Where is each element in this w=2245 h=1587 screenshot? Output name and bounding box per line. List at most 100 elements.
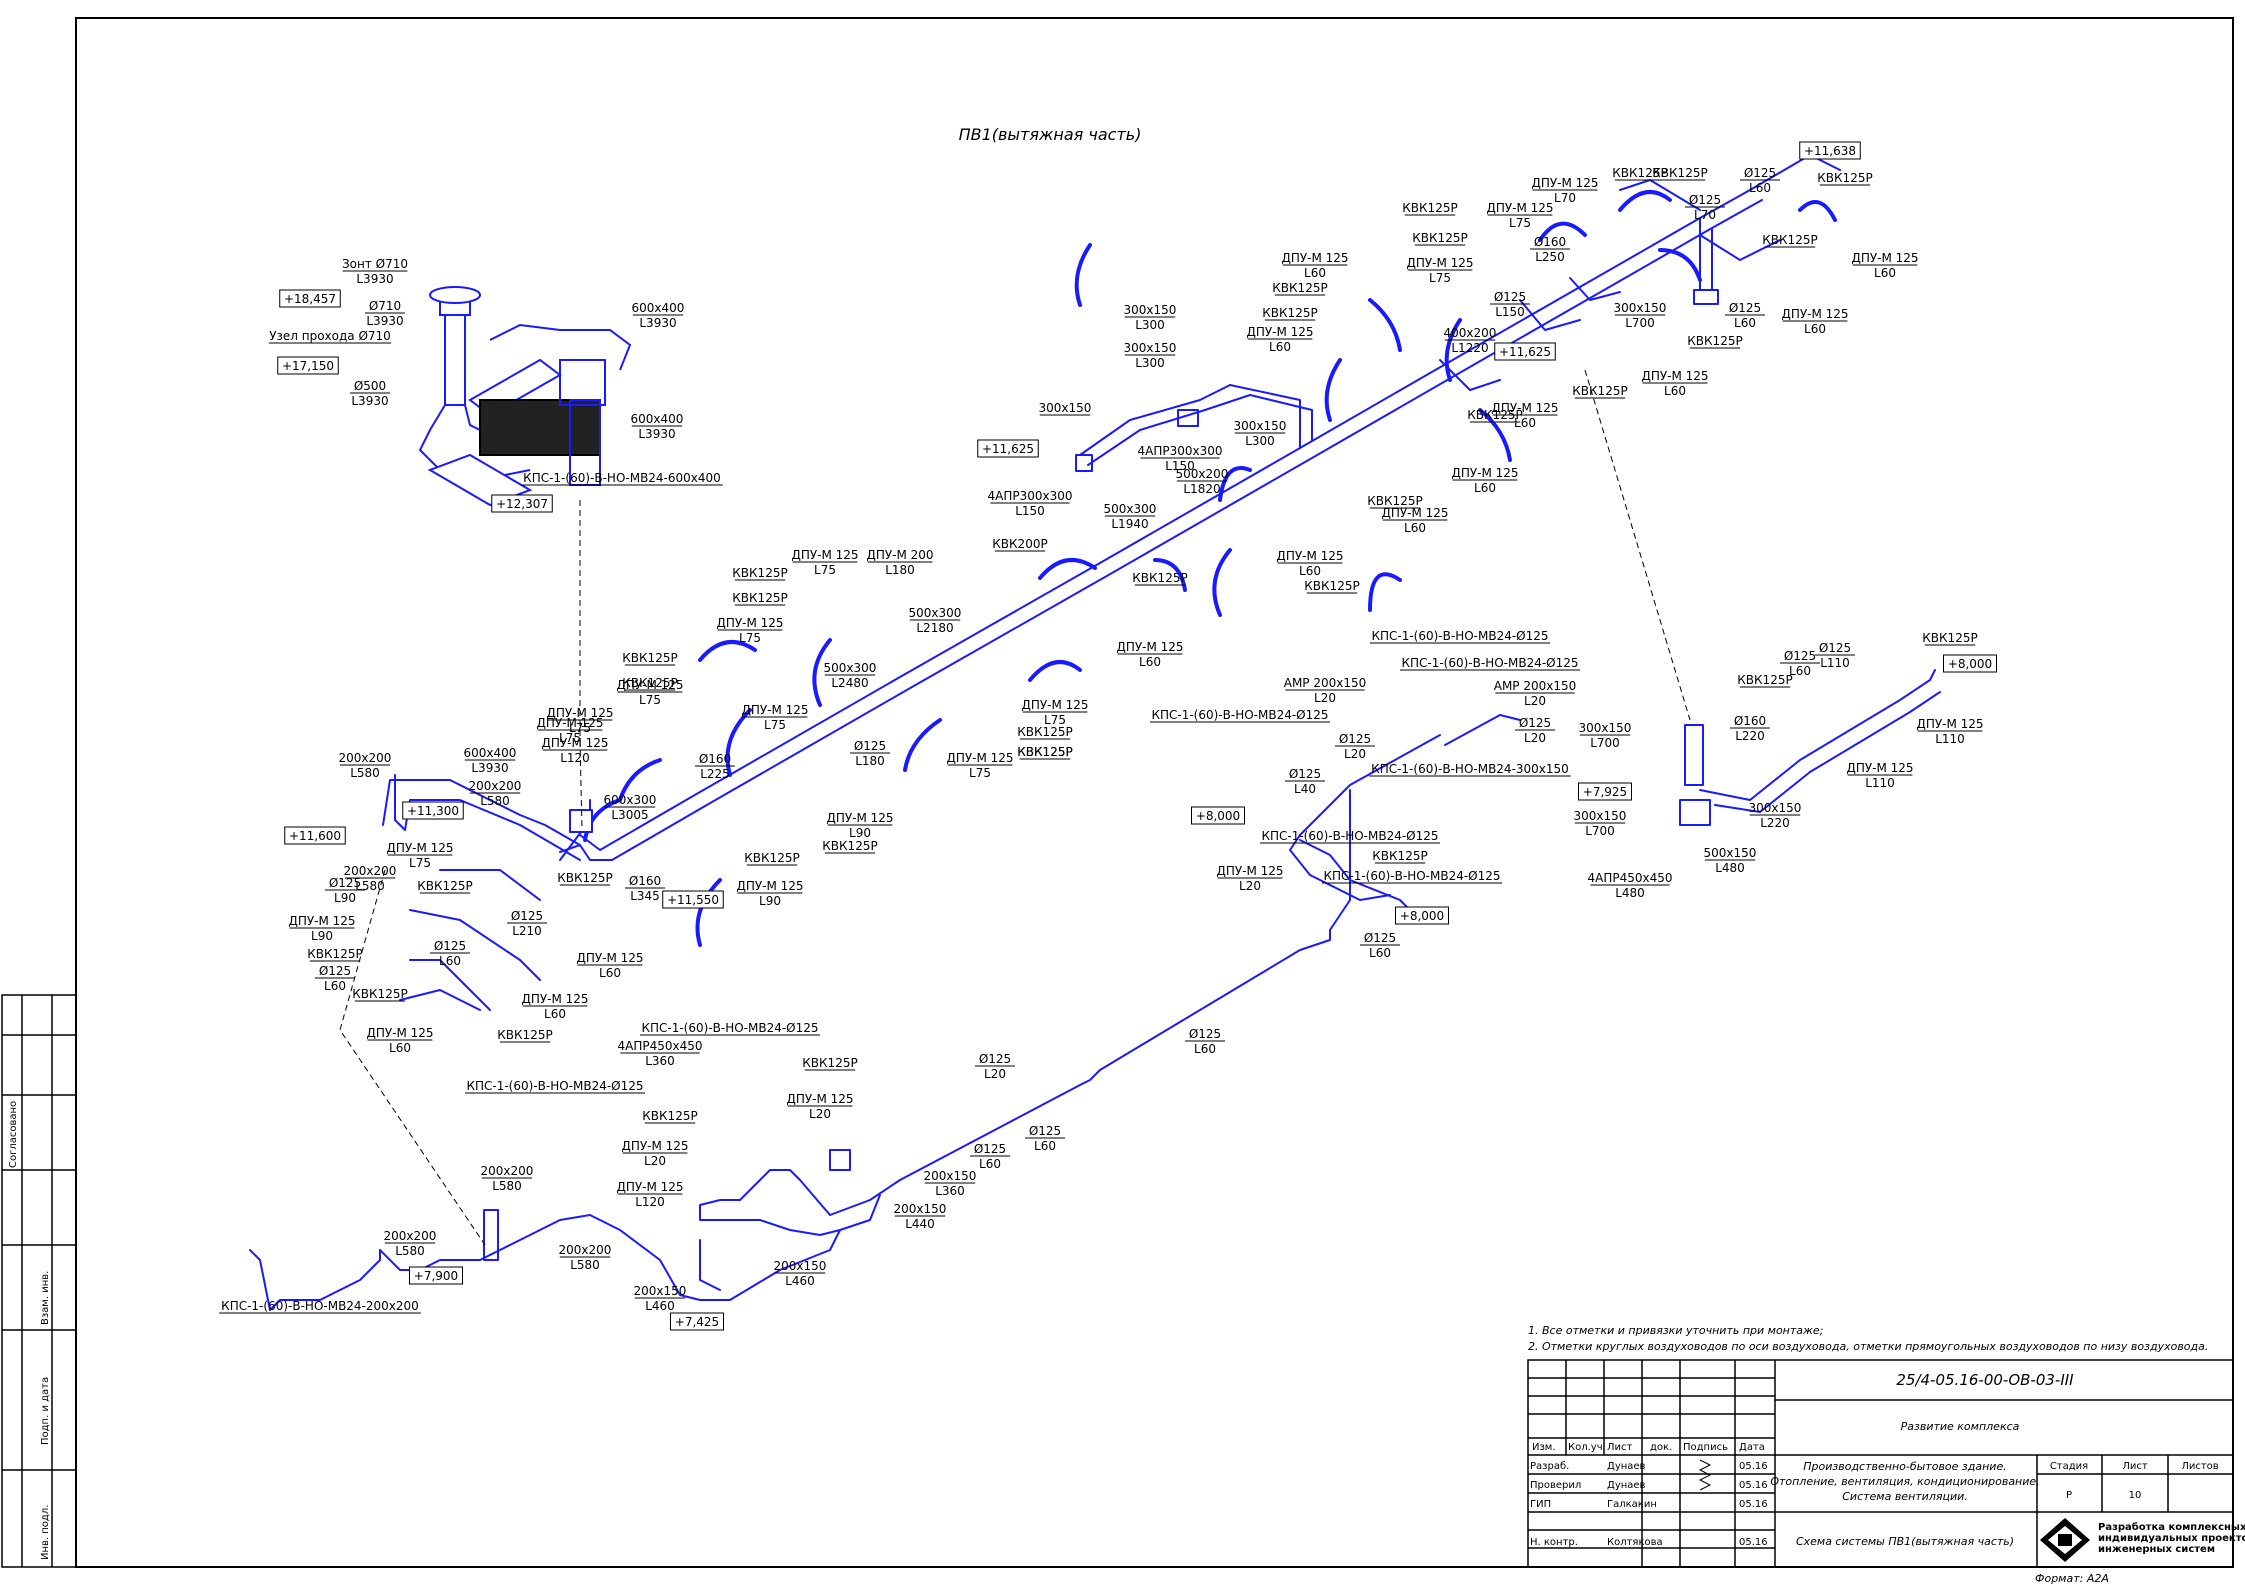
callout-top: Ø125 <box>1289 767 1321 781</box>
callout-top: КВК125Р <box>802 1056 857 1070</box>
hdr-list: Лист <box>1607 1442 1633 1453</box>
callout-top: ДПУ-М 125 <box>1021 698 1088 712</box>
callout-bottom: L60 <box>1804 322 1826 336</box>
sheet-frame <box>75 17 2234 1568</box>
callout-bottom: L700 <box>1585 824 1615 838</box>
callout-bottom: L580 <box>492 1179 522 1193</box>
callout: КПС-1-(60)-В-НО-МВ24-Ø125 <box>1370 629 1550 644</box>
sheet-header: Лист <box>2122 1461 2148 1472</box>
company-line-1: Разработка комплексных <box>2098 1521 2245 1533</box>
callout-bottom: L60 <box>1139 655 1161 669</box>
callout-bottom: L300 <box>1135 318 1165 332</box>
hdr-izm: Изм. <box>1532 1442 1556 1453</box>
callout-top: ДПУ-М 125 <box>1641 369 1708 383</box>
callout-bottom: L110 <box>1820 656 1850 670</box>
elevation-box <box>1494 342 1556 361</box>
callout-top: АМР 200x150 <box>1284 676 1367 690</box>
callout-bottom: L210 <box>512 924 542 938</box>
elevation-text: +12,307 <box>496 497 548 511</box>
branch-left <box>382 774 593 1011</box>
callout-bottom: L180 <box>885 563 915 577</box>
callout: КВК125Р <box>642 1109 698 1124</box>
callout: КВК125Р <box>1737 673 1793 688</box>
callout-top: КВК125Р <box>1367 494 1422 508</box>
callout-top: КВК125Р <box>1017 745 1072 759</box>
callout-top: 200x150 <box>894 1202 947 1216</box>
callout-top: Зонт Ø710 <box>342 257 408 271</box>
callout-bottom: L60 <box>1269 340 1291 354</box>
callout-top: ДПУ-М 125 <box>1846 761 1913 775</box>
callout-top: Ø160 <box>629 874 661 888</box>
callout-bottom: L70 <box>1554 191 1576 205</box>
project-name: Развитие комплекса <box>1901 1420 2020 1433</box>
callout-top: 500x300 <box>1104 502 1157 516</box>
elevations-layer: +18,457+17,150+12,307+11,625+11,638+11,6… <box>277 141 1997 1331</box>
row-role: Проверил <box>1530 1480 1581 1491</box>
callout-top: 4АПР300x300 <box>1137 444 1222 458</box>
callout-bottom: L3005 <box>611 808 648 822</box>
callout-top: КВК125Р <box>307 947 362 961</box>
elevation-text: +17,150 <box>282 359 334 373</box>
callout-top: 200x200 <box>469 779 522 793</box>
row-name: Дунаев <box>1607 1461 1646 1472</box>
callout-bottom: L20 <box>1524 731 1546 745</box>
callout-bottom: L300 <box>1245 434 1275 448</box>
callout-bottom: L360 <box>645 1054 675 1068</box>
elevation-tag: +8,000 <box>1943 654 1997 673</box>
callout-top: ДПУ-М 125 <box>288 914 355 928</box>
callout-bottom: L3930 <box>638 427 675 441</box>
callout-bottom: L460 <box>785 1274 815 1288</box>
callout-top: Узел прохода Ø710 <box>269 329 391 343</box>
callout-top: Ø125 <box>1364 931 1396 945</box>
callout-top: АМР 200x150 <box>1494 679 1577 693</box>
callout-top: ДПУ-М 125 <box>1246 325 1313 339</box>
callout-bottom: L110 <box>1865 776 1895 790</box>
stamp-inv: Инв. подл. <box>40 1505 51 1560</box>
callout-top: КПС-1-(60)-В-НО-МВ24-Ø125 <box>1151 708 1328 722</box>
callout-top: 4АПР450x450 <box>617 1039 702 1053</box>
callout-top: 200x150 <box>774 1259 827 1273</box>
callout: КПС-1-(60)-В-НО-МВ24-Ø125 <box>640 1021 820 1036</box>
elevation-tag: +8,000 <box>1395 906 1449 925</box>
elevation-text: +8,000 <box>1196 809 1240 823</box>
callout-top: ДПУ-М 125 <box>1486 201 1553 215</box>
elevation-text: +11,550 <box>667 893 719 907</box>
callout-bottom: L60 <box>1734 316 1756 330</box>
elevation-tag: +11,625 <box>1494 342 1556 361</box>
hdr-date: Дата <box>1739 1442 1765 1453</box>
row-date: 05.16 <box>1739 1537 1768 1548</box>
callout-top: ДПУ-М 125 <box>386 841 453 855</box>
callout-bottom: L75 <box>1044 713 1066 727</box>
elevation-tag: +17,150 <box>277 356 339 375</box>
callout-top: ДПУ-М 125 <box>366 1026 433 1040</box>
callout-bottom: L360 <box>935 1184 965 1198</box>
callout-top: Ø125 <box>1784 649 1816 663</box>
callout: КВК125Р <box>732 566 788 581</box>
callout-bottom: L60 <box>1474 481 1496 495</box>
callout-bottom: L700 <box>1590 736 1620 750</box>
callout-bottom: L580 <box>395 1244 425 1258</box>
callout-bottom: L75 <box>1509 216 1531 230</box>
